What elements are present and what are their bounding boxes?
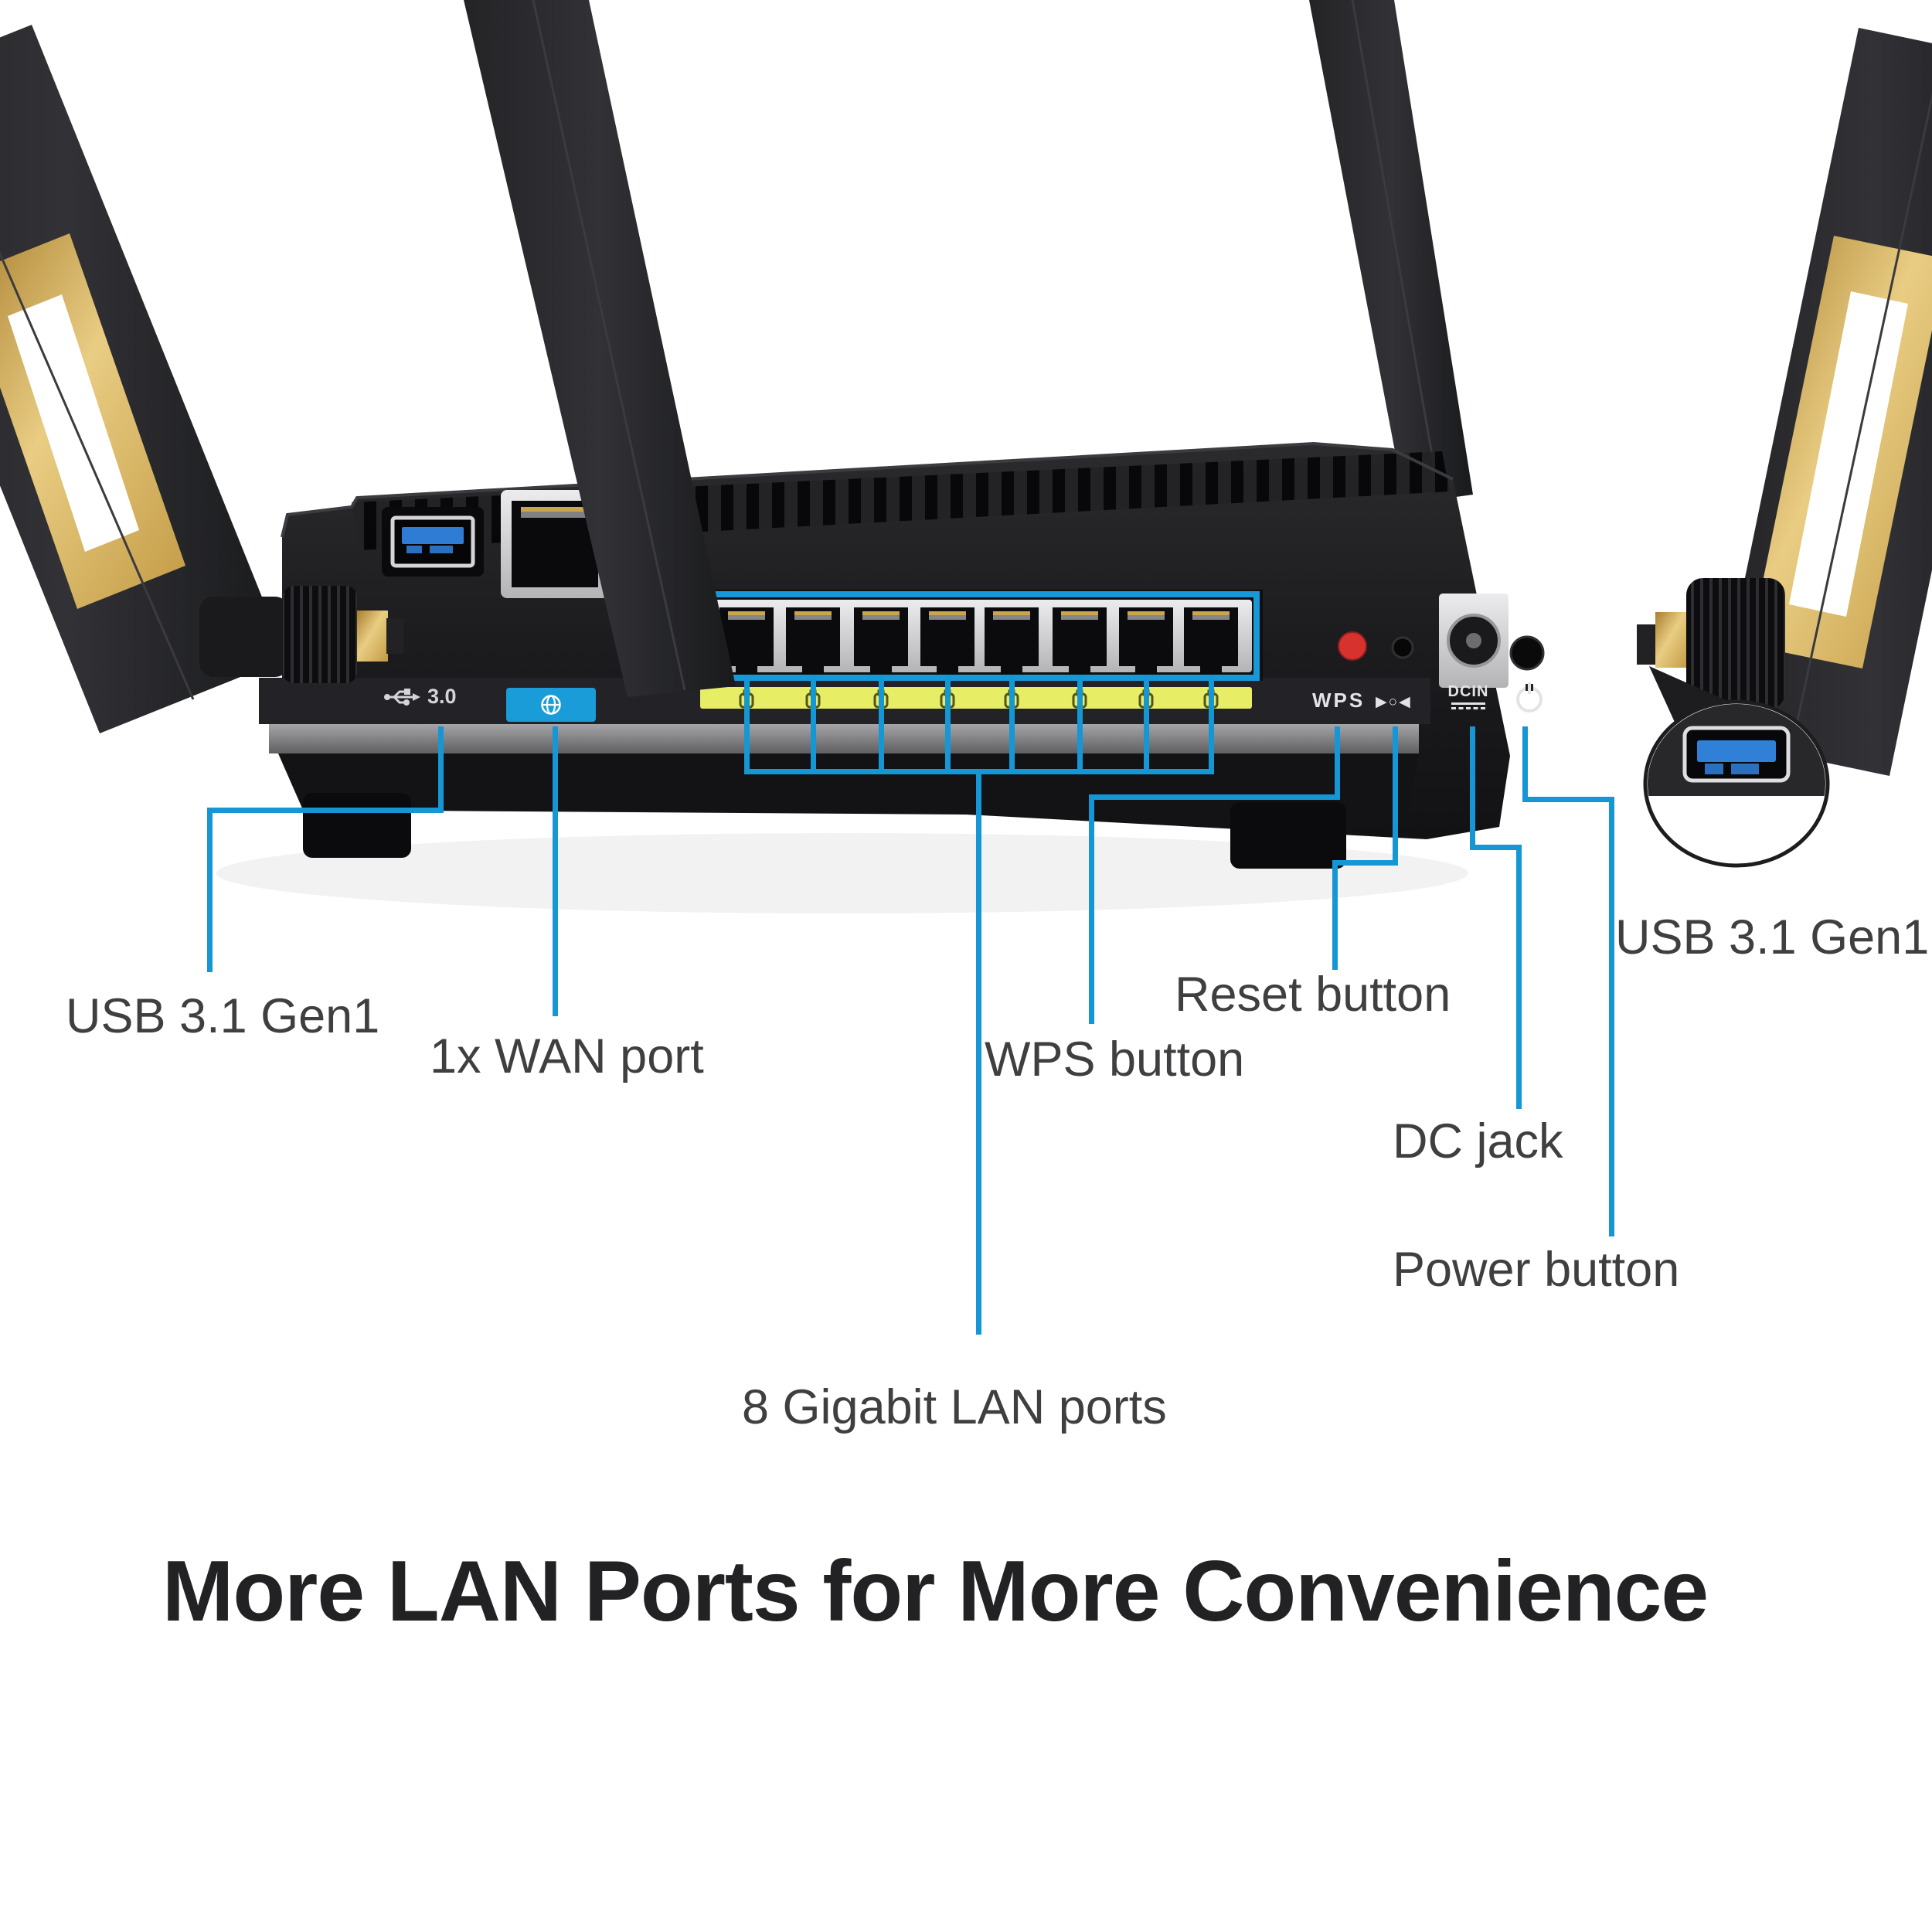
router-shadow [216, 833, 1468, 913]
callout-line-lan [879, 675, 884, 774]
usb30-text: 3.0 [427, 685, 457, 708]
callout-line-lan [1009, 675, 1015, 774]
label-reset: Reset button [1175, 968, 1451, 1022]
callout-line-reset [1393, 726, 1398, 866]
label-power: Power button [1393, 1243, 1680, 1297]
usb-trident-icon [384, 688, 420, 706]
wps-button [1338, 631, 1367, 661]
callout-line-reset [1332, 860, 1398, 866]
antenna-left-hinge [199, 597, 289, 677]
antenna-right-hinge [1686, 578, 1785, 709]
lan-port-block [705, 600, 1252, 672]
label-lan: 8 Gigabit LAN ports [742, 1380, 1167, 1434]
callout-line-lan [945, 675, 951, 774]
label-usb-rear: USB 3.1 Gen1 [66, 989, 380, 1043]
label-dc: DC jack [1393, 1114, 1563, 1168]
label-wan: 1x WAN port [430, 1029, 704, 1083]
callout-line-dc [1470, 726, 1475, 850]
callout-line-dc [1516, 845, 1522, 1109]
callout-line-lan [811, 675, 816, 774]
page-title: More LAN Ports for More Convenience [162, 1543, 1709, 1639]
callout-line-lan [976, 774, 981, 1335]
router-foot [303, 793, 411, 858]
usb30-panel-label: 3.0 [383, 685, 457, 709]
label-usb-side: USB 3.1 Gen1 [1615, 910, 1930, 964]
callout-line-wps [1335, 726, 1340, 800]
callout-line-wps [1089, 794, 1094, 1024]
callout-line-wps [1089, 794, 1340, 800]
router-illustration [0, 0, 1932, 913]
dcin-panel-label: DCIN [1447, 683, 1490, 709]
power-icon [1516, 682, 1543, 713]
gray-band [269, 724, 1419, 753]
label-wps: WPS button [985, 1032, 1245, 1087]
callout-line-lan [1077, 675, 1083, 774]
callout-line-usb-rear [438, 726, 444, 813]
reset-button [1391, 636, 1414, 659]
antenna-center-right [1309, 0, 1473, 504]
callout-line-power [1609, 797, 1614, 1236]
lan-indicator-strip [700, 687, 1252, 709]
antenna-center-left [464, 0, 736, 697]
wan-indicator-tag [506, 688, 596, 722]
callout-line-lan [1209, 675, 1214, 774]
callout-line-usb-rear [207, 808, 213, 972]
globe-icon [541, 695, 561, 715]
callout-line-lan [744, 769, 1214, 774]
callout-line-lan [744, 675, 750, 774]
callout-line-dc [1470, 845, 1522, 850]
power-button [1509, 635, 1545, 671]
wps-panel-label: WPS [1312, 689, 1366, 712]
callout-line-reset [1332, 860, 1338, 970]
callout-line-lan [1144, 675, 1149, 774]
callout-line-power [1522, 797, 1614, 802]
callout-line-usb-rear [207, 808, 444, 813]
reset-icon: ▶○◀ [1376, 694, 1412, 710]
router-foot [1230, 802, 1346, 869]
callout-line-wan [553, 726, 558, 1016]
callout-line-power [1522, 726, 1528, 802]
